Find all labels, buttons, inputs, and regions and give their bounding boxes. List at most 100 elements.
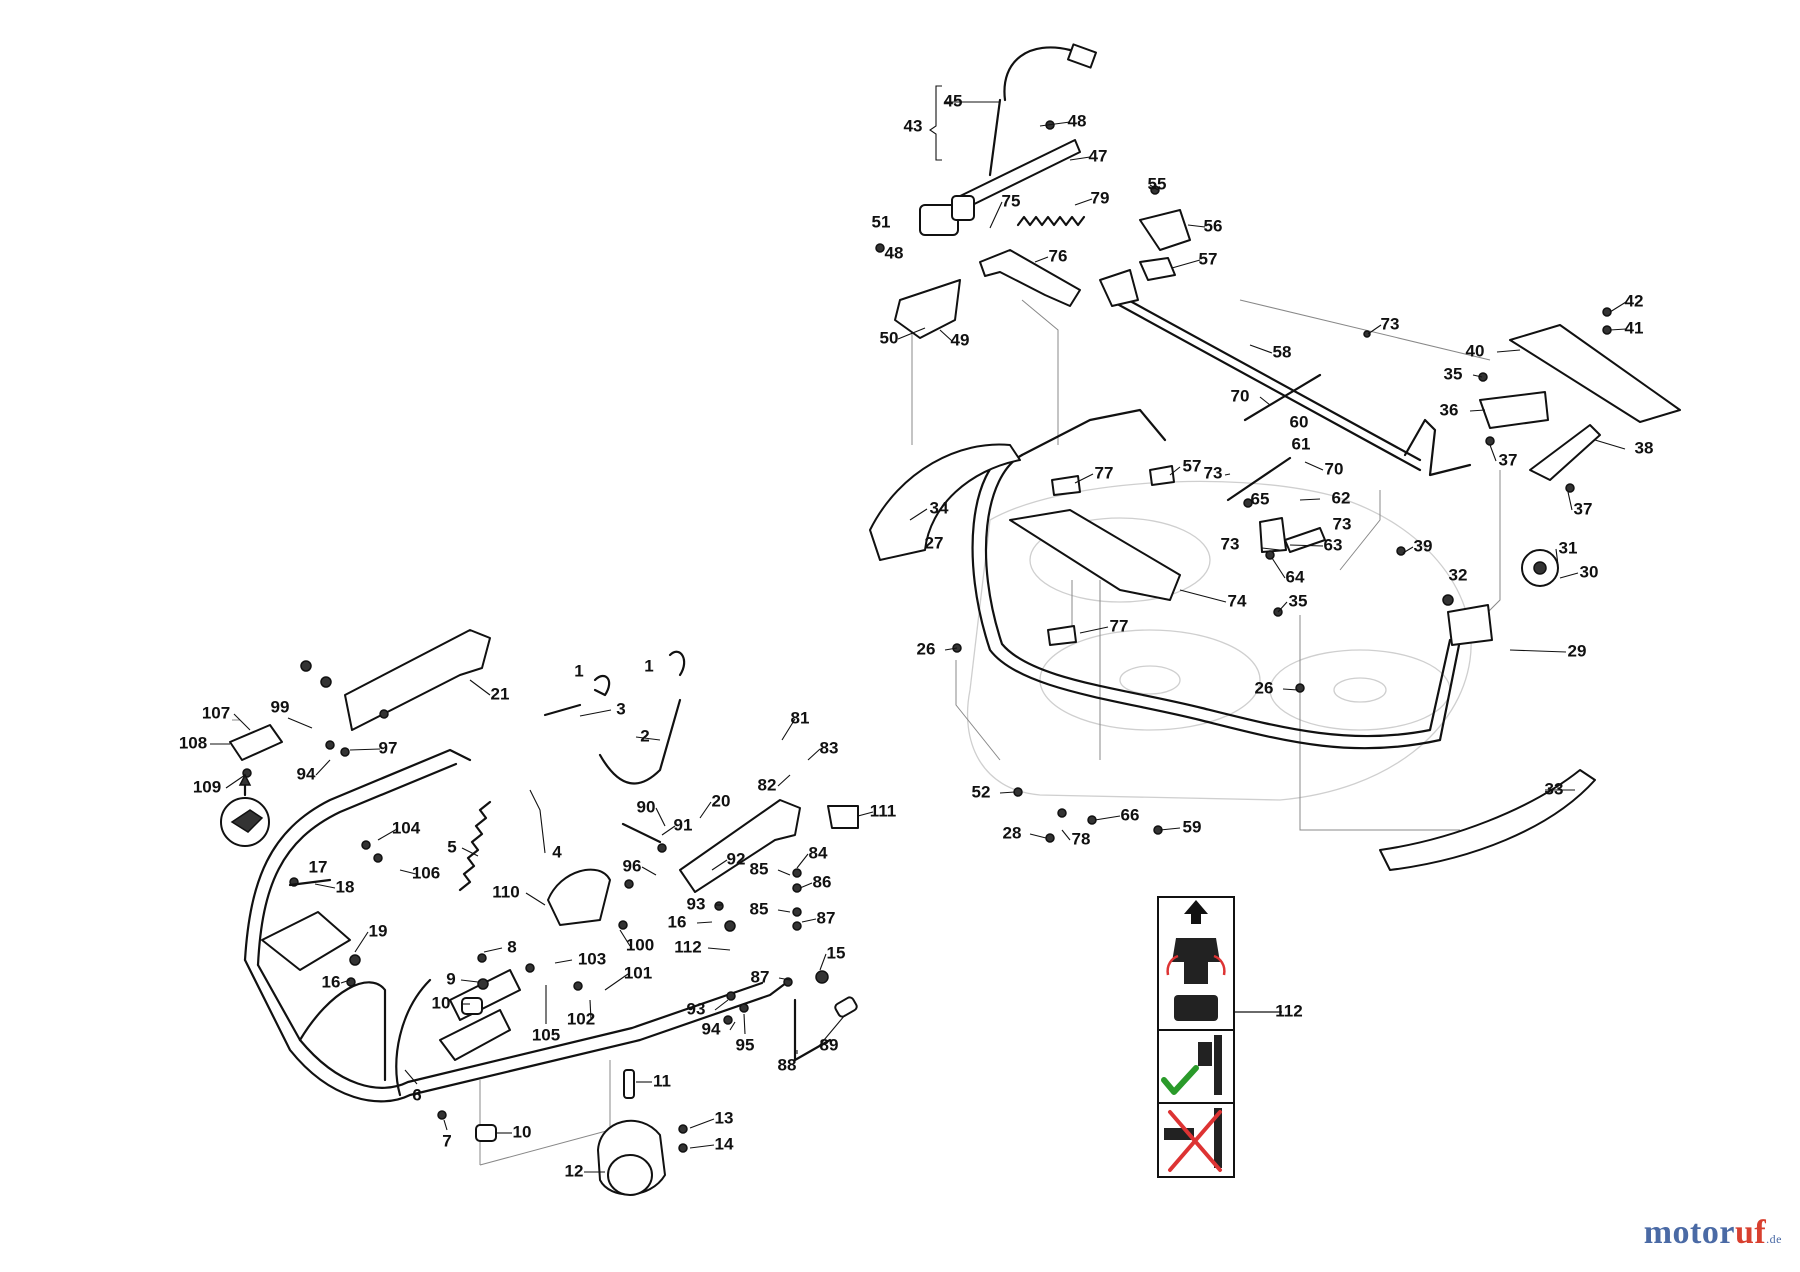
part-label-48: 48 [1068,111,1087,130]
part-label-15: 15 [827,943,846,962]
part-label-79: 79 [1091,188,1110,207]
part-label-52: 52 [972,782,991,801]
warning-decal [1157,896,1282,1178]
part-label-56: 56 [1204,216,1223,235]
part-label-57: 57 [1183,456,1202,475]
part-label-11: 11 [653,1071,671,1090]
part-label-1: 1 [574,661,583,680]
part-label-10: 10 [513,1122,532,1141]
part-label-110: 110 [492,882,519,901]
part-label-99: 99 [271,697,290,716]
part-label-37: 37 [1499,450,1518,469]
part-label-86: 86 [813,872,832,891]
part-label-29: 29 [1568,641,1587,660]
part-label-91: 91 [674,815,693,834]
mower-deck-outline [966,480,1472,801]
part-label-73: 73 [1221,534,1240,553]
part-label-108: 108 [179,733,207,752]
brand-part2: uf [1734,1214,1767,1251]
part-label-100: 100 [626,935,654,954]
right-assembly [869,43,1681,871]
part-label-75: 75 [1002,191,1021,210]
part-label-1: 1 [644,656,653,675]
part-label-9: 9 [446,969,455,988]
part-label-96: 96 [623,856,642,875]
part-label-13: 13 [715,1108,734,1127]
part-label-78: 78 [1072,829,1091,848]
part-label-8: 8 [507,937,516,956]
part-label-106: 106 [412,863,440,882]
part-label-62: 62 [1332,488,1351,507]
part-label-74: 74 [1228,591,1247,610]
part-label-5: 5 [447,837,456,856]
part-label-32: 32 [1449,565,1468,584]
part-label-16: 16 [322,972,341,991]
part-label-34: 34 [930,498,949,517]
part-label-88: 88 [778,1055,797,1074]
part-label-36: 36 [1440,400,1459,419]
part-label-103: 103 [578,949,606,968]
part-label-40: 40 [1466,341,1485,360]
part-label-55: 55 [1148,174,1167,193]
left-assembly [229,629,859,1196]
part-label-38: 38 [1635,438,1654,457]
part-label-73: 73 [1333,514,1352,533]
part-label-4: 4 [552,842,562,861]
leader-lines [210,85,1627,1173]
part-label-58: 58 [1273,342,1292,361]
part-label-45: 45 [944,91,963,110]
part-label-57: 57 [1199,249,1218,268]
part-label-104: 104 [392,818,421,837]
part-label-93: 93 [687,894,706,913]
part-label-83: 83 [820,738,839,757]
part-label-73: 73 [1204,463,1223,482]
part-label-26: 26 [1255,678,1274,697]
part-label-81: 81 [791,708,810,727]
part-label-77: 77 [1110,616,1129,635]
part-label-93: 93 [687,999,706,1018]
part-label-16: 16 [668,912,687,931]
part-label-84: 84 [809,843,828,862]
part-label-90: 90 [637,797,656,816]
part-label-61: 61 [1292,434,1311,453]
part-label-77: 77 [1095,463,1114,482]
part-label-92: 92 [727,849,746,868]
part-label-2: 2 [640,726,649,745]
part-label-105: 105 [532,1025,560,1044]
part-label-35: 35 [1444,364,1463,383]
part-label-35: 35 [1289,591,1308,610]
brand-logo: motoruf.de [1644,1214,1782,1252]
part-label-43: 43 [904,116,923,135]
part-label-70: 70 [1231,386,1250,405]
part-label-95: 95 [736,1035,755,1054]
brand-part1: motor [1643,1214,1735,1251]
part-label-102: 102 [567,1009,595,1028]
part-label-26: 26 [917,639,936,658]
part-label-7: 7 [442,1131,451,1150]
part-label-82: 82 [758,775,777,794]
part-label-42: 42 [1625,291,1644,310]
part-label-41: 41 [1625,318,1644,337]
part-label-76: 76 [1049,246,1068,265]
part-label-19: 19 [369,921,388,940]
part-label-14: 14 [715,1134,734,1153]
part-label-12: 12 [565,1161,584,1180]
mower-icon [220,773,270,847]
part-label-87: 87 [751,967,770,986]
part-label-37: 37 [1574,499,1593,518]
part-label-109: 109 [193,777,221,796]
part-label-111: 111 [870,801,897,820]
part-label-94: 94 [297,764,316,783]
part-label-10: 10 [432,993,451,1012]
part-label-87: 87 [817,908,836,927]
part-label-39: 39 [1414,536,1433,555]
part-label-20: 20 [712,791,731,810]
brand-suffix: .de [1766,1232,1782,1246]
part-label-17: 17 [309,857,328,876]
part-label-49: 49 [951,330,970,349]
part-label-70: 70 [1325,459,1344,478]
part-label-30: 30 [1580,562,1599,581]
part-label-31: 31 [1559,538,1578,557]
